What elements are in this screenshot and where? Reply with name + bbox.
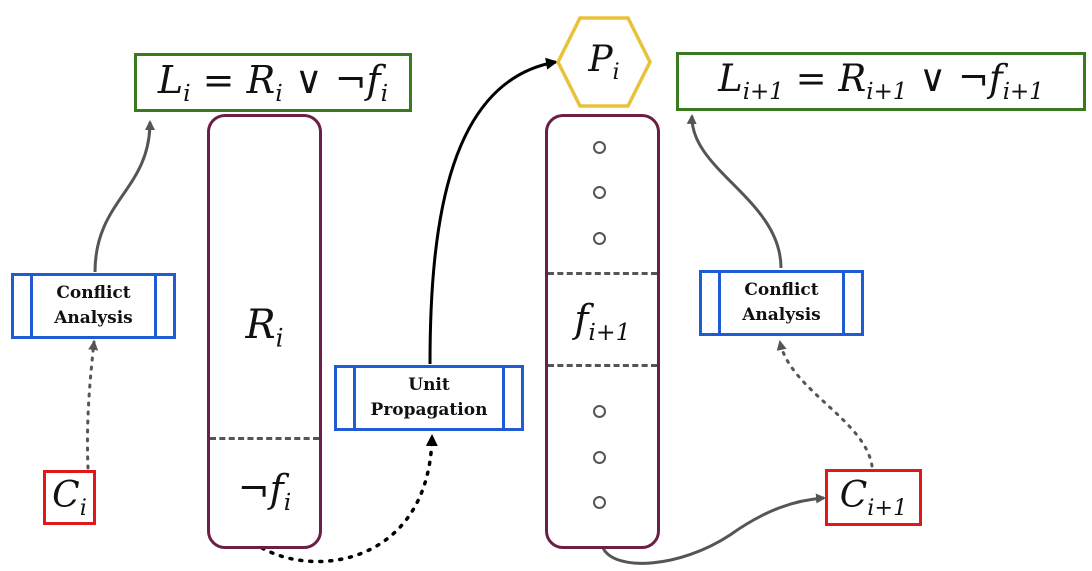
trail-right-dot bbox=[593, 405, 606, 418]
arrow-propagation-to-p bbox=[428, 57, 558, 365]
trail-left: Ri ¬fi bbox=[207, 114, 322, 549]
clause-left: Ci bbox=[43, 470, 96, 525]
arrow-conflict-to-formula-left bbox=[93, 120, 155, 273]
arrow-trail-to-propagation bbox=[260, 434, 438, 564]
formula-right-text: Li+1 = Ri+1 ∨ ¬fi+1 bbox=[718, 57, 1044, 106]
clause-left-label: Ci bbox=[52, 474, 87, 521]
propagated-hexagon: Pi bbox=[556, 16, 652, 108]
trail-right-dot bbox=[593, 232, 606, 245]
trail-right-dot bbox=[593, 141, 606, 154]
formula-right: Li+1 = Ri+1 ∨ ¬fi+1 bbox=[676, 52, 1086, 111]
arrow-clause-to-conflict-right bbox=[776, 340, 874, 468]
formula-left: Li = Ri ∨ ¬fi bbox=[134, 53, 412, 112]
trail-right-dot bbox=[593, 496, 606, 509]
trail-right-divider-bottom bbox=[548, 364, 657, 367]
propagated-label: Pi bbox=[588, 39, 620, 85]
clause-right-label: Ci+1 bbox=[839, 474, 908, 521]
trail-right-middle: fi+1 bbox=[574, 297, 631, 347]
arrow-conflict-to-formula-right bbox=[686, 114, 783, 269]
arrow-trail-to-clause-right bbox=[601, 493, 826, 565]
hexagon-shape bbox=[556, 16, 652, 108]
trail-left-divider bbox=[210, 437, 319, 440]
trail-left-upper: Ri bbox=[245, 302, 284, 353]
trail-right-dot bbox=[593, 186, 606, 199]
arrow-clause-to-conflict-left bbox=[85, 340, 99, 470]
trail-right: fi+1 bbox=[545, 114, 660, 549]
formula-left-text: Li = Ri ∨ ¬fi bbox=[157, 57, 389, 108]
trail-right-dot bbox=[593, 451, 606, 464]
clause-right: Ci+1 bbox=[825, 469, 922, 526]
trail-left-lower: ¬fi bbox=[237, 467, 292, 517]
trail-right-divider-top bbox=[548, 272, 657, 275]
